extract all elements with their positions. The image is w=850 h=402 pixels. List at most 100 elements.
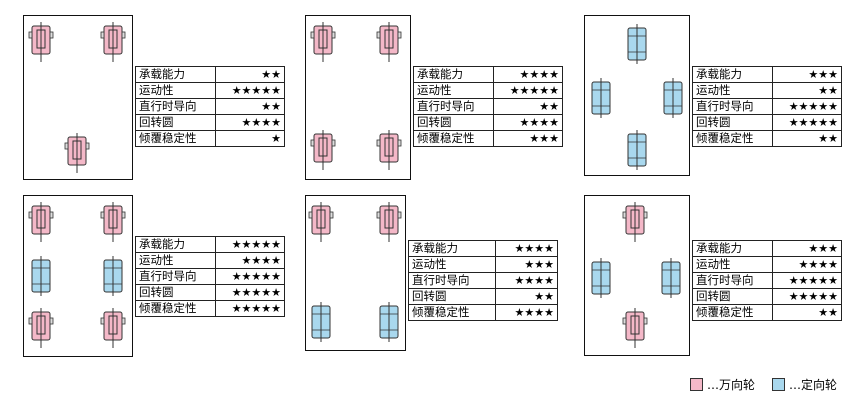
- table-row: 回转圆★★★★★: [692, 288, 843, 305]
- star-rating: ★★★★: [214, 252, 286, 269]
- caster-wheel-icon: [28, 202, 54, 242]
- table-row: 直行时导向★★★★★: [135, 268, 286, 285]
- rating-table-5: 承载能力★★★★ 运动性★★★ 直行时导向★★★★ 回转圆★★ 倾覆稳定性★★★…: [408, 240, 559, 321]
- fixed-wheel-icon: [588, 258, 614, 298]
- star-rating: ★★★★: [494, 272, 559, 289]
- table-row: 承载能力★★★: [692, 66, 843, 83]
- fixed-wheel-icon: [28, 256, 54, 296]
- fixed-wheel-icon: [376, 302, 402, 342]
- table-row: 承载能力★★★: [692, 240, 843, 257]
- table-row: 直行时导向★★★★★: [692, 272, 843, 289]
- table-row: 回转圆★★★★★: [692, 114, 843, 131]
- star-rating: ★★★: [771, 66, 843, 83]
- star-rating: ★★★★★: [771, 98, 843, 115]
- criterion-label: 运动性: [135, 252, 216, 269]
- criterion-label: 运动性: [135, 82, 216, 99]
- caster-wheel-icon: [376, 130, 402, 170]
- criterion-label: 运动性: [413, 82, 494, 99]
- star-rating: ★★★: [492, 130, 564, 147]
- star-rating: ★★★★★: [214, 284, 286, 301]
- table-row: 承载能力★★: [135, 66, 286, 83]
- criterion-label: 回转圆: [135, 284, 216, 301]
- table-row: 运动性★★★: [408, 256, 559, 273]
- criterion-label: 运动性: [408, 256, 496, 273]
- star-rating: ★★★★★: [492, 82, 564, 99]
- star-rating: ★★★★: [494, 304, 559, 321]
- table-row: 倾覆稳定性★★★: [413, 130, 564, 147]
- star-rating: ★★: [492, 98, 564, 115]
- rating-table-2: 承载能力★★★★ 运动性★★★★★ 直行时导向★★ 回转圆★★★★ 倾覆稳定性★…: [413, 66, 564, 147]
- fixed-wheel-icon: [658, 258, 684, 298]
- criterion-label: 倾覆稳定性: [692, 130, 773, 147]
- rating-table-3: 承载能力★★★ 运动性★★ 直行时导向★★★★★ 回转圆★★★★★ 倾覆稳定性★…: [692, 66, 843, 147]
- criterion-label: 承载能力: [692, 66, 773, 83]
- table-row: 倾覆稳定性★★★★: [408, 304, 559, 321]
- criterion-label: 承载能力: [135, 236, 216, 253]
- criterion-label: 回转圆: [135, 114, 216, 131]
- table-row: 倾覆稳定性★★: [692, 304, 843, 321]
- criterion-label: 运动性: [692, 256, 773, 273]
- legend-caster-label: …万向轮: [707, 378, 756, 392]
- caster-swatch-icon: [690, 378, 703, 391]
- caster-wheel-icon: [622, 202, 648, 242]
- star-rating: ★: [214, 130, 286, 147]
- criterion-label: 直行时导向: [413, 98, 494, 115]
- star-rating: ★★: [494, 288, 559, 305]
- caster-wheel-icon: [376, 22, 402, 62]
- star-rating: ★★★★★: [214, 300, 286, 317]
- star-rating: ★★★★★: [771, 272, 843, 289]
- table-row: 直行时导向★★: [413, 98, 564, 115]
- star-rating: ★★: [771, 304, 843, 321]
- criterion-label: 倾覆稳定性: [135, 130, 216, 147]
- criterion-label: 直行时导向: [135, 268, 216, 285]
- criterion-label: 直行时导向: [135, 98, 216, 115]
- table-row: 回转圆★★★★★: [135, 284, 286, 301]
- star-rating: ★★★: [494, 256, 559, 273]
- legend-fixed-label: …定向轮: [789, 378, 838, 392]
- caster-wheel-icon: [64, 133, 90, 173]
- star-rating: ★★★★★: [214, 82, 286, 99]
- table-row: 直行时导向★★★★★: [692, 98, 843, 115]
- caster-wheel-icon: [376, 202, 402, 242]
- star-rating: ★★★: [771, 240, 843, 257]
- table-row: 运动性★★: [692, 82, 843, 99]
- caster-wheel-icon: [28, 22, 54, 62]
- star-rating: ★★: [214, 66, 286, 83]
- rating-table-6: 承载能力★★★ 运动性★★★★ 直行时导向★★★★★ 回转圆★★★★★ 倾覆稳定…: [692, 240, 843, 321]
- fixed-wheel-icon: [624, 24, 650, 64]
- criterion-label: 回转圆: [413, 114, 494, 131]
- fixed-swatch-icon: [772, 378, 785, 391]
- star-rating: ★★★★: [771, 256, 843, 273]
- rating-table-1: 承载能力★★ 运动性★★★★★ 直行时导向★★ 回转圆★★★★ 倾覆稳定性★: [135, 66, 286, 147]
- caster-wheel-icon: [100, 308, 126, 348]
- star-rating: ★★★★: [492, 114, 564, 131]
- legend-caster: …万向轮: [690, 376, 755, 393]
- criterion-label: 承载能力: [135, 66, 216, 83]
- table-row: 运动性★★★★★: [135, 82, 286, 99]
- table-row: 承载能力★★★★: [408, 240, 559, 257]
- criterion-label: 直行时导向: [408, 272, 496, 289]
- caster-wheel-icon: [622, 308, 648, 348]
- table-row: 回转圆★★★★: [135, 114, 286, 131]
- criterion-label: 承载能力: [413, 66, 494, 83]
- star-rating: ★★★★: [494, 240, 559, 257]
- caster-wheel-icon: [310, 130, 336, 170]
- table-row: 回转圆★★★★: [413, 114, 564, 131]
- legend-fixed: …定向轮: [772, 376, 837, 393]
- star-rating: ★★: [771, 82, 843, 99]
- criterion-label: 承载能力: [692, 240, 773, 257]
- table-row: 运动性★★★★: [135, 252, 286, 269]
- table-row: 承载能力★★★★: [413, 66, 564, 83]
- criterion-label: 回转圆: [692, 288, 773, 305]
- fixed-wheel-icon: [660, 78, 686, 118]
- table-row: 倾覆稳定性★★: [692, 130, 843, 147]
- caster-wheel-icon: [100, 202, 126, 242]
- rating-table-4: 承载能力★★★★★ 运动性★★★★ 直行时导向★★★★★ 回转圆★★★★★ 倾覆…: [135, 236, 286, 317]
- fixed-wheel-icon: [624, 130, 650, 170]
- star-rating: ★★★★: [214, 114, 286, 131]
- criterion-label: 直行时导向: [692, 98, 773, 115]
- criterion-label: 回转圆: [408, 288, 496, 305]
- star-rating: ★★★★★: [214, 236, 286, 253]
- star-rating: ★★★★★: [771, 288, 843, 305]
- table-row: 直行时导向★★: [135, 98, 286, 115]
